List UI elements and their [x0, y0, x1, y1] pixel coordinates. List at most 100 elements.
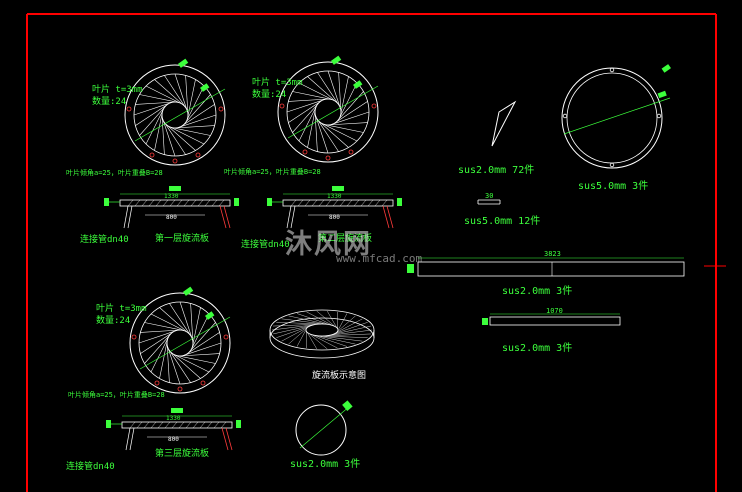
- blade-edge: [211, 199, 218, 207]
- long-bar-part: [407, 257, 685, 277]
- blade-edge: [157, 421, 164, 429]
- dim-marker: [657, 90, 667, 99]
- iso-blade: [313, 334, 348, 347]
- blade-edge: [204, 199, 211, 207]
- blade-edge: [318, 199, 325, 207]
- blade-edge: [381, 199, 388, 207]
- blade-edge: [162, 199, 169, 207]
- iso-blade: [326, 333, 371, 336]
- swirl-plate-top-view-1: [124, 58, 226, 166]
- pipe-right: [221, 427, 229, 451]
- blade-line: [167, 125, 205, 145]
- blade-line: [161, 114, 165, 155]
- bolt-hole: [154, 380, 160, 386]
- blade-line: [135, 103, 170, 126]
- blade-edge: [213, 421, 220, 429]
- blade-line: [330, 111, 370, 125]
- dim-marker: [169, 186, 181, 191]
- blade-line: [168, 348, 191, 383]
- tab-dim-label: 30: [485, 192, 494, 200]
- plate-body: [121, 421, 233, 429]
- dim-marker: [661, 64, 671, 73]
- blade-line: [150, 313, 188, 333]
- g3-pipe: 连接管dn40: [66, 462, 115, 472]
- plate-body: [119, 199, 231, 207]
- pipe-right: [223, 205, 231, 229]
- blade-line: [314, 111, 318, 152]
- iso-blade: [310, 334, 338, 349]
- swirl-plate-side-view-2: [267, 186, 402, 229]
- g3-inner-dim: 800: [168, 436, 179, 443]
- blade-line: [176, 355, 216, 364]
- swirl-plate-top-view-2: [277, 55, 379, 163]
- blade-edge: [374, 199, 381, 207]
- g3-blade-count: 数量:24: [96, 316, 131, 326]
- dim-marker: [205, 311, 215, 320]
- pipe-right: [225, 427, 233, 451]
- g1-blade-angle: 叶片倾角a=25，叶片重叠B=28: [66, 169, 163, 177]
- blade-edge: [129, 421, 136, 429]
- outer-ring: [124, 64, 226, 166]
- g2-inner-dim: 800: [329, 214, 340, 221]
- dim-marker: [104, 198, 109, 206]
- blade-line: [169, 303, 192, 338]
- dim-marker: [236, 420, 241, 428]
- dim-marker: [331, 55, 342, 65]
- blade-line: [139, 94, 179, 103]
- blade-line: [340, 76, 349, 116]
- g2-blade-angle: 叶片倾角a=25，叶片重叠B=28: [224, 168, 321, 176]
- g3-width-dim: 1330: [166, 415, 181, 422]
- blade-line: [307, 76, 338, 104]
- bolt-hole: [195, 152, 201, 158]
- blade-edge: [206, 421, 213, 429]
- blade-edge: [176, 199, 183, 207]
- iso-top-outer: [269, 309, 375, 351]
- blade-line: [338, 82, 358, 120]
- blade-line: [159, 307, 190, 335]
- blade-line: [288, 100, 323, 123]
- dim-marker: [200, 83, 210, 92]
- ring-leader: [563, 97, 671, 135]
- isometric-caption: 旋流板示意图: [312, 371, 367, 381]
- swirl-plate-side-view-3: [106, 408, 241, 451]
- blade-edge: [346, 199, 353, 207]
- ring-hole: [609, 162, 615, 168]
- blade-line: [317, 72, 340, 107]
- blade-line: [163, 120, 186, 155]
- bolt-hole: [279, 103, 285, 109]
- diameter-leader: [287, 85, 379, 139]
- g2-pipe: 连接管dn40: [241, 240, 290, 250]
- iso-blade: [288, 315, 328, 325]
- blade-line: [174, 125, 215, 129]
- blade-line: [190, 303, 194, 344]
- pipe-left: [290, 205, 296, 229]
- ring-part: [561, 64, 671, 169]
- blade-line: [307, 108, 316, 148]
- swirl-plate-side-view-1: [104, 186, 239, 229]
- blade-edge: [332, 199, 339, 207]
- blade-part-label: sus2.0mm 72件: [458, 165, 535, 176]
- long-bar-label: sus2.0mm 3件: [502, 286, 573, 297]
- blade-line: [154, 111, 163, 151]
- blade-line: [165, 123, 196, 151]
- blade-edge: [218, 199, 225, 207]
- blade-line: [159, 339, 168, 379]
- g1-pipe: 连接管dn40: [80, 235, 129, 245]
- iso-blade: [296, 329, 307, 347]
- blade-edge: [143, 421, 150, 429]
- blade-line: [286, 99, 326, 113]
- diameter-leader: [139, 316, 231, 370]
- g3-blade-thickness: 叶片 t=3mm: [96, 304, 147, 314]
- dim-marker: [178, 58, 189, 68]
- blade-edge: [197, 199, 204, 207]
- iso-blade: [329, 329, 373, 336]
- blade-line: [327, 122, 368, 126]
- blade-edge: [136, 421, 143, 429]
- g1-blade-count: 数量:24: [92, 97, 127, 107]
- blade-line: [324, 124, 364, 133]
- dim-marker: [106, 420, 111, 428]
- blade-part: [491, 100, 517, 147]
- blade-line: [327, 70, 341, 110]
- blade-edge: [325, 199, 332, 207]
- plate-body: [282, 199, 394, 207]
